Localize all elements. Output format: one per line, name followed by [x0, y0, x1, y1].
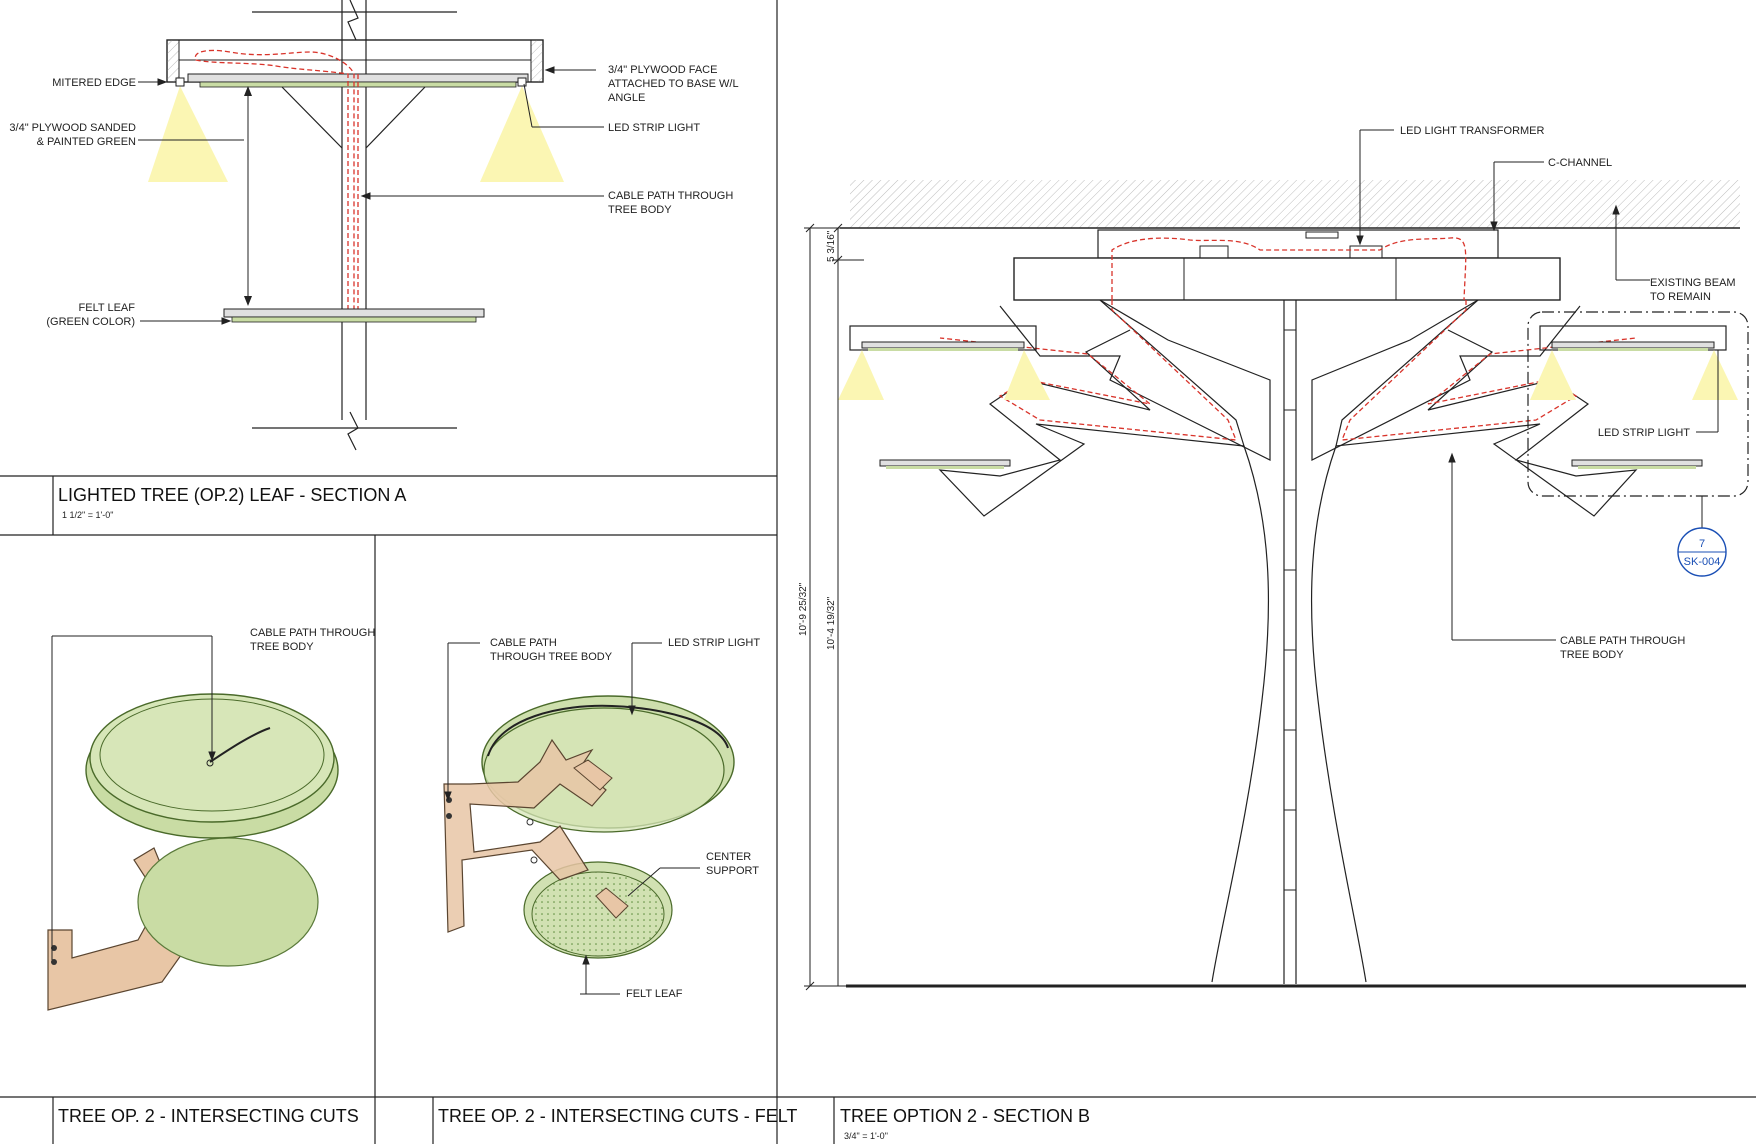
title-cuts: TREE OP. 2 - INTERSECTING CUTS [58, 1106, 359, 1126]
label-cable-a-2: TREE BODY [608, 204, 672, 216]
title-section-b: TREE OPTION 2 - SECTION B [840, 1106, 1090, 1126]
detail-tag-number: 7 [1699, 538, 1705, 550]
label-mitered-edge: MITERED EDGE [52, 77, 136, 89]
cable-path-b [1111, 237, 1467, 301]
label-plywood-face-2: ATTACHED TO BASE W/L [608, 78, 739, 90]
label-plywood-face-1: 3/4" PLYWOOD FACE [608, 64, 717, 76]
label-plywood-sanded-1: 3/4" PLYWOOD SANDED [9, 122, 136, 134]
dim-10-9: 10'-9 25/32" [798, 582, 809, 636]
label-cable-a-1: CABLE PATH THROUGH [608, 190, 733, 202]
light-cone-right [480, 86, 564, 182]
cuts-felt-drawing: CABLE PATH THROUGH TREE BODY LED STRIP L… [443, 637, 760, 1000]
label-center-1: CENTER [706, 851, 751, 863]
title-section-a: LIGHTED TREE (OP.2) LEAF - SECTION A [58, 485, 406, 505]
label-cuts-cable-1: CABLE PATH THROUGH [250, 627, 375, 639]
label-felt-cable-2: THROUGH TREE BODY [490, 651, 613, 663]
label-beam-1: EXISTING BEAM [1650, 277, 1736, 289]
transformer [1349, 245, 1383, 259]
detail-tag-sheet: SK-004 [1684, 556, 1721, 568]
detail-tag[interactable]: 7 SK-004 [1677, 527, 1727, 577]
led-strip-left [175, 77, 185, 87]
label-cable-b-1: CABLE PATH THROUGH [1560, 635, 1685, 647]
led-strip-right [517, 77, 527, 87]
label-cuts-cable-2: TREE BODY [250, 641, 314, 653]
label-felt-led-strip: LED STRIP LIGHT [668, 637, 760, 649]
label-led-strip-a: LED STRIP LIGHT [608, 122, 700, 134]
section-a-drawing: MITERED EDGE 3/4" PLYWOOD FACE ATTACHED … [9, 0, 739, 451]
label-cable-b-2: TREE BODY [1560, 649, 1624, 661]
cable-path [194, 49, 355, 310]
scale-section-b: 3/4" = 1'-0" [844, 1131, 888, 1141]
label-plywood-face-3: ANGLE [608, 92, 645, 104]
label-led-strip-b: LED STRIP LIGHT [1598, 427, 1690, 439]
label-felt-a-2: (GREEN COLOR) [46, 316, 135, 328]
light-cone-left [148, 86, 228, 182]
detail-callout-box [1527, 311, 1749, 497]
section-b-drawing: 5 3/16" 10'-9 25/32" 10'-4 19/32" LED LI… [798, 125, 1749, 991]
dim-10-4: 10'-4 19/32" [826, 596, 837, 650]
label-felt-cable-1: CABLE PATH [490, 637, 557, 649]
c-channel [1097, 229, 1499, 259]
label-plywood-sanded-2: & PAINTED GREEN [37, 136, 136, 148]
existing-beam [850, 180, 1740, 228]
dim-5-3-16: 5 3/16" [826, 230, 837, 262]
label-center-2: SUPPORT [706, 865, 759, 877]
label-transformer: LED LIGHT TRANSFORMER [1400, 125, 1545, 137]
label-felt-a-1: FELT LEAF [79, 302, 136, 314]
title-cuts-felt: TREE OP. 2 - INTERSECTING CUTS - FELT [438, 1106, 797, 1126]
label-c-channel: C-CHANNEL [1548, 157, 1612, 169]
scale-section-a: 1 1/2" = 1'-0" [62, 510, 113, 520]
label-felt-leaf: FELT LEAF [626, 988, 683, 1000]
label-beam-2: TO REMAIN [1650, 291, 1711, 303]
cuts-drawing: CABLE PATH THROUGH TREE BODY [47, 627, 375, 1011]
